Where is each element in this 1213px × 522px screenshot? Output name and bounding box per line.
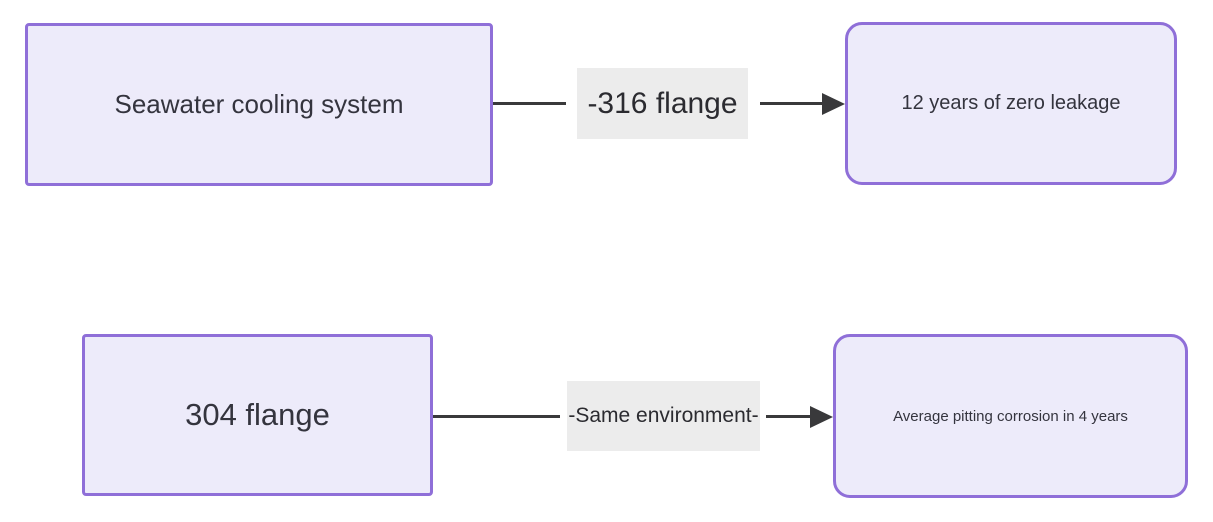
arrowhead-icon [810, 406, 833, 428]
connector-line [433, 415, 560, 418]
edge-label-316-flange: -316 flange [577, 68, 748, 139]
source-node-label: 304 flange [185, 397, 330, 432]
target-node-label: 12 years of zero leakage [901, 92, 1121, 114]
connector-line [493, 102, 566, 105]
target-node-label: Average pitting corrosion in 4 years [893, 407, 1128, 425]
edge-label-text: -316 flange [587, 86, 738, 120]
edge-label-same-environment: -Same environment- [567, 381, 760, 451]
target-node-pitting-corrosion: Average pitting corrosion in 4 years [833, 334, 1188, 498]
source-node-label: Seawater cooling system [114, 89, 404, 119]
edge-label-text: -Same environment- [568, 404, 759, 427]
source-node-304-flange: 304 flange [82, 334, 433, 496]
source-node-seawater-cooling-system: Seawater cooling system [25, 23, 493, 186]
connector-line [766, 415, 812, 418]
target-node-zero-leakage: 12 years of zero leakage [845, 22, 1177, 185]
connector-line [760, 102, 824, 105]
arrowhead-icon [822, 93, 845, 115]
